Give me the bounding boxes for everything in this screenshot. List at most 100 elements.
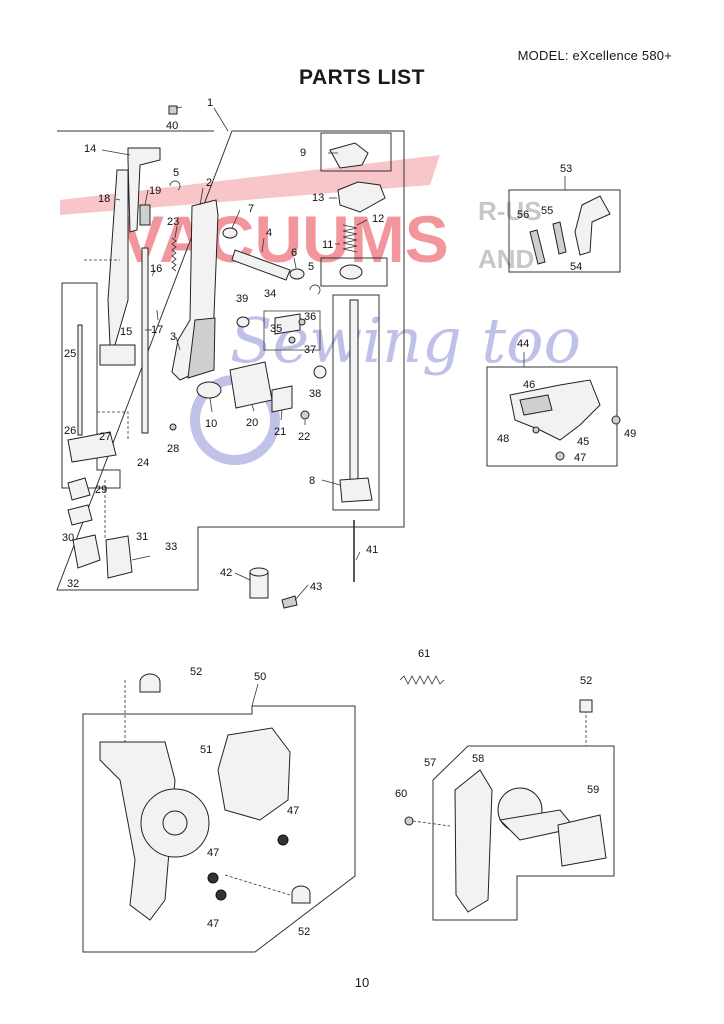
subgroup-34-box [263,310,321,351]
part-47-screw [555,451,565,461]
subgroup-53-box [508,189,621,273]
callout-12: 12 [372,213,384,225]
callout-47c: 47 [207,847,219,859]
callout-46: 46 [523,379,535,391]
part-10-link [196,381,222,399]
part-5-clip-a [169,180,181,191]
watermark-word-and: AND [478,244,534,274]
part-38-screw [313,365,327,379]
part-5-clip-b [309,284,321,295]
callout-36: 36 [304,311,316,323]
subgroup-8-box [332,294,380,511]
callout-39: 39 [236,293,248,305]
callout-28: 28 [167,443,179,455]
callout-44: 44 [517,338,529,350]
callout-54: 54 [570,261,582,273]
callout-20: 20 [246,417,258,429]
leader-50 [251,683,259,707]
callout-53: 53 [560,163,572,175]
part-29-link [67,477,91,501]
callout-37: 37 [304,344,316,356]
part-2-frame-lower [187,317,216,379]
part-18-foot [99,344,136,366]
part-12-spring [342,224,358,253]
part-13-block [337,181,386,213]
part-52-screw-bottom [291,885,311,904]
part-7-washer [222,227,238,239]
callout-3: 3 [170,331,176,343]
callout-22: 22 [298,431,310,443]
page-number: 10 [354,975,370,990]
subgroup-dash-lines [84,259,129,440]
subgroup-left-box [61,282,121,489]
callout-45: 45 [577,436,589,448]
callout-numbers: 1 2 3 4 5 5 6 7 8 9 10 11 12 13 14 15 16… [62,97,636,938]
part-31-plate [105,535,133,579]
part-60-screw [404,816,414,826]
part-55-blade [552,221,567,255]
part-20-bracket [229,361,273,409]
part-47-screw-b [277,834,289,846]
dash-60 [412,820,451,827]
callout-34: 34 [264,288,276,300]
part-21-plate [271,385,293,413]
callout-30: 30 [62,532,74,544]
callout-47a: 47 [574,452,586,464]
callout-11: 11 [322,239,333,251]
part-37-screw [288,336,296,344]
part-8-needle-bar [349,299,359,481]
callout-9: 9 [300,147,306,159]
callout-43: 43 [310,581,322,593]
part-52-screw-top [139,673,161,693]
callout-14: 14 [84,143,96,155]
part-36-screw [298,318,306,326]
part-22-screw [300,410,310,420]
callout-52b: 52 [298,926,310,938]
callout-55: 55 [541,205,553,217]
part-8-clamp [339,477,373,503]
callout-24: 24 [137,457,149,469]
part-35-plate [274,313,301,335]
callout-51: 51 [200,744,212,756]
part-26-plate [67,431,117,463]
callout-47b: 47 [287,805,299,817]
part-39-washer [236,316,250,328]
callout-41: 41 [366,544,378,556]
callout-2: 2 [206,177,212,189]
callout-48: 48 [497,433,509,445]
part-54-lever [574,195,611,256]
part-52-screw-right [579,699,593,713]
callout-40: 40 [166,120,178,132]
callout-6: 6 [291,247,297,259]
callout-5b: 5 [308,261,314,273]
part-23-spring [171,237,177,272]
subgroup-50-box [82,705,356,953]
callout-31: 31 [136,531,148,543]
part-42-top [249,567,269,577]
part-6-washer [289,268,305,280]
callout-52c: 52 [580,675,592,687]
callout-8: 8 [309,475,315,487]
callout-52a: 52 [190,666,202,678]
callout-10: 10 [205,418,217,430]
callout-23: 23 [167,216,179,228]
part-58-panel [454,769,493,913]
callout-47d: 47 [207,918,219,930]
callout-21: 21 [274,426,286,438]
callout-13: 13 [312,192,324,204]
part-28-screw [169,423,177,431]
part-50-motor-hub [162,810,188,836]
part-47-screw-c [207,872,219,884]
page-title: PARTS LIST [299,66,425,89]
part-40-pin [168,105,178,115]
callout-32: 32 [67,578,79,590]
callout-18: 18 [98,193,110,205]
callout-33: 33 [165,541,177,553]
part-59-solenoid [557,814,607,867]
callout-27: 27 [99,431,111,443]
callout-35: 35 [270,323,282,335]
callout-29: 29 [95,484,107,496]
callout-7: 7 [248,203,254,215]
part-56-blade [529,229,546,265]
